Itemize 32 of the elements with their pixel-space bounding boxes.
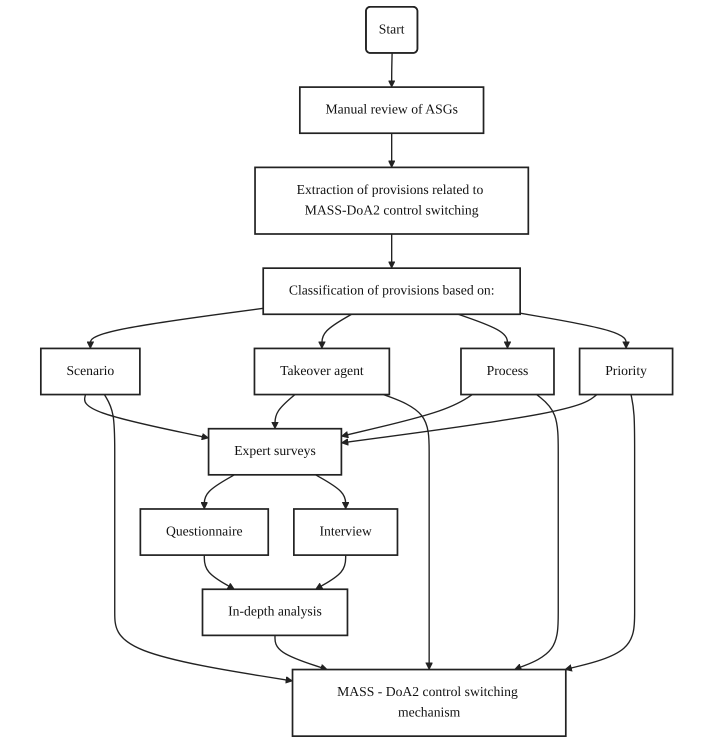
- node-box: In-depth analysis: [202, 588, 349, 636]
- arrow: [204, 555, 235, 590]
- node-box: MASS - DoA2 control switching mechanism: [292, 668, 567, 737]
- node-box: Manual review of ASGs: [299, 86, 485, 134]
- node-box: Classification of provisions based on:: [262, 267, 522, 316]
- arrow: [316, 555, 347, 590]
- arrow: [388, 133, 396, 168]
- arrow: [318, 314, 352, 349]
- arrow: [458, 314, 512, 349]
- arrow: [341, 394, 598, 446]
- arrow: [388, 53, 396, 88]
- arrow: [384, 394, 434, 670]
- node-box: Priority: [579, 348, 674, 396]
- arrow: [564, 394, 636, 672]
- node-box: Questionnaire: [140, 508, 270, 556]
- arrow: [86, 308, 264, 349]
- arrow: [274, 635, 328, 671]
- node-box: Extraction of provisions related to MASS-DoA2 control switching: [254, 166, 530, 235]
- arrow: [514, 394, 560, 671]
- node-box: Scenario: [40, 348, 142, 396]
- node-box: Takeover agent: [254, 348, 390, 396]
- arrow: [520, 312, 630, 349]
- node-box: Interview: [293, 508, 399, 556]
- node-box: Expert surveys: [208, 428, 343, 476]
- arrow: [272, 394, 296, 430]
- arrow: [341, 394, 473, 438]
- arrow: [200, 474, 235, 510]
- arrow: [104, 394, 294, 684]
- arrow: [316, 474, 350, 510]
- node-box: Process: [460, 348, 556, 396]
- arrow: [84, 394, 210, 440]
- arrow: [388, 234, 396, 268]
